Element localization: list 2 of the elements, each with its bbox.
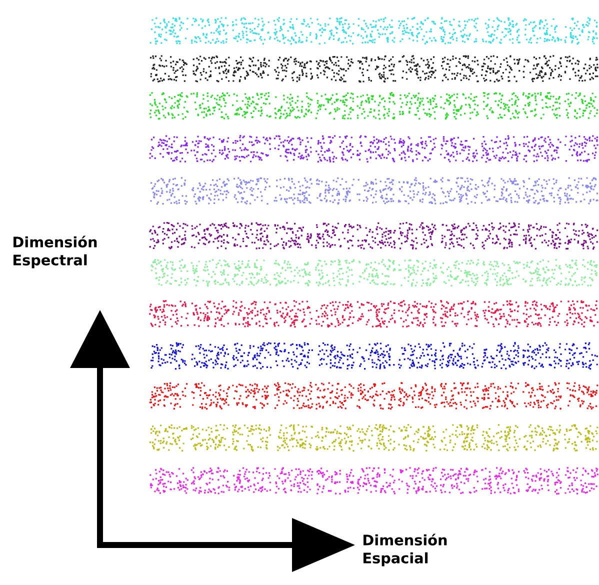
axis-label: Dimensión Espacial (364, 534, 447, 566)
axis-label: Dimensión Espectral (14, 236, 97, 268)
